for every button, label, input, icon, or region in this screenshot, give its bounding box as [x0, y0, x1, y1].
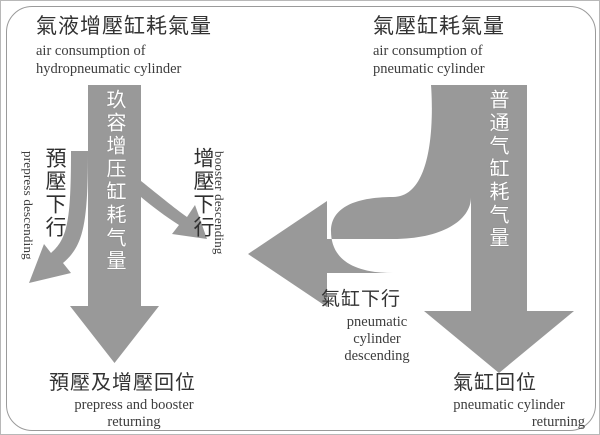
footer-right-en-line2: returning: [531, 414, 585, 430]
branch-arrow-pneumatic-descending: [248, 85, 471, 307]
branch-label-pneumatic-en-line1: pneumatic: [346, 314, 408, 330]
branch-label-booster-en: booster descending: [212, 151, 227, 255]
branch-label-pneumatic-cjk: 氣缸下行: [321, 288, 402, 310]
branch-arrow-prepress-descending: [29, 151, 88, 283]
main-arrow-left-label: 玖容增压缸耗气量: [103, 89, 127, 273]
branch-label-booster-cjk: 增壓下行: [191, 147, 215, 239]
title-right-en-line2: pneumatic cylinder: [373, 61, 485, 77]
branch-label-prepress-en: prepress descending: [21, 151, 36, 260]
title-left-en-line2: hydropneumatic cylinder: [36, 61, 182, 77]
title-right-cjk: 氣壓缸耗氣量: [373, 14, 505, 38]
footer-left-en-line1: prepress and booster: [74, 397, 194, 413]
branch-label-prepress-cjk: 預壓下行: [43, 147, 67, 239]
footer-left-en-line2: returning: [107, 414, 161, 430]
main-down-arrow-right: [424, 85, 574, 373]
title-right-en-line1: air consumption of: [373, 43, 483, 59]
footer-right-cjk: 氣缸回位: [453, 370, 537, 394]
branch-label-pneumatic-en-line3: descending: [344, 348, 410, 364]
title-left-cjk: 氣液增壓缸耗氣量: [36, 14, 212, 38]
title-left-en-line1: air consumption of: [36, 43, 146, 59]
main-arrow-right-label: 普通气缸耗气量: [486, 89, 510, 250]
branch-arrow-booster-descending: [141, 181, 207, 239]
branch-label-pneumatic-en-line2: cylinder: [353, 331, 401, 347]
footer-left-cjk: 預壓及增壓回位: [49, 370, 196, 394]
footer-right-en-line1: pneumatic cylinder: [453, 397, 565, 413]
main-down-arrow-left: [70, 85, 159, 363]
